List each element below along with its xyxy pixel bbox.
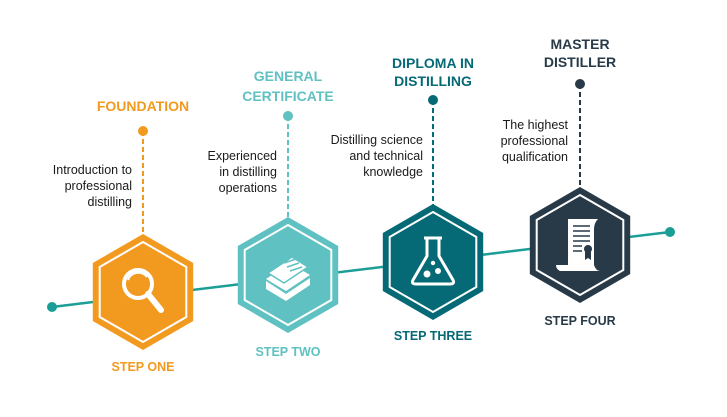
- step-description: Distilling science: [331, 133, 423, 147]
- step-title: DISTILLER: [544, 54, 616, 70]
- timeline-end-dot: [665, 227, 675, 237]
- step-description: Experienced: [208, 149, 278, 163]
- step-description: distilling: [88, 195, 133, 209]
- flask-icon: [410, 236, 456, 286]
- books-icon: [266, 256, 310, 301]
- step-label: STEP ONE: [112, 360, 175, 374]
- step-title: FOUNDATION: [97, 98, 189, 114]
- step-1: FOUNDATION Introduction to professional dis…: [53, 98, 194, 374]
- step-description: professional: [501, 134, 568, 148]
- step-title: MASTER: [550, 36, 609, 52]
- hexagon-inner-border: [535, 193, 625, 297]
- hexagon-inner-border: [388, 210, 478, 314]
- step-3: DIPLOMA IN DISTILLING Distilling science an…: [331, 55, 484, 343]
- step-label: STEP FOUR: [544, 314, 615, 328]
- diploma-scroll-icon: [556, 219, 600, 271]
- step-title: GENERAL: [254, 68, 323, 84]
- step-description: and technical: [349, 149, 423, 163]
- step-description: professional: [65, 179, 132, 193]
- step-description: in distilling: [219, 165, 277, 179]
- step-title: DISTILLING: [394, 73, 472, 89]
- hexagon-inner-border: [98, 240, 188, 344]
- step-title: CERTIFICATE: [242, 88, 334, 104]
- timeline-start-dot: [47, 302, 57, 312]
- step-description: Introduction to: [53, 163, 132, 177]
- step-hexagon: [92, 234, 194, 350]
- step-title: DIPLOMA IN: [392, 55, 474, 71]
- step-label: STEP TWO: [255, 345, 320, 359]
- step-4: MASTER DISTILLER The highest professional qu…: [501, 36, 631, 328]
- magnifier-icon: [122, 268, 164, 313]
- hexagon-inner-border: [243, 223, 333, 327]
- step-label: STEP THREE: [394, 329, 472, 343]
- step-description: qualification: [502, 150, 568, 164]
- step-description: knowledge: [363, 165, 423, 179]
- step-2: GENERAL CERTIFICATE Experienced in distilli…: [208, 68, 339, 359]
- step-description: operations: [219, 181, 277, 195]
- step-description: The highest: [503, 118, 569, 132]
